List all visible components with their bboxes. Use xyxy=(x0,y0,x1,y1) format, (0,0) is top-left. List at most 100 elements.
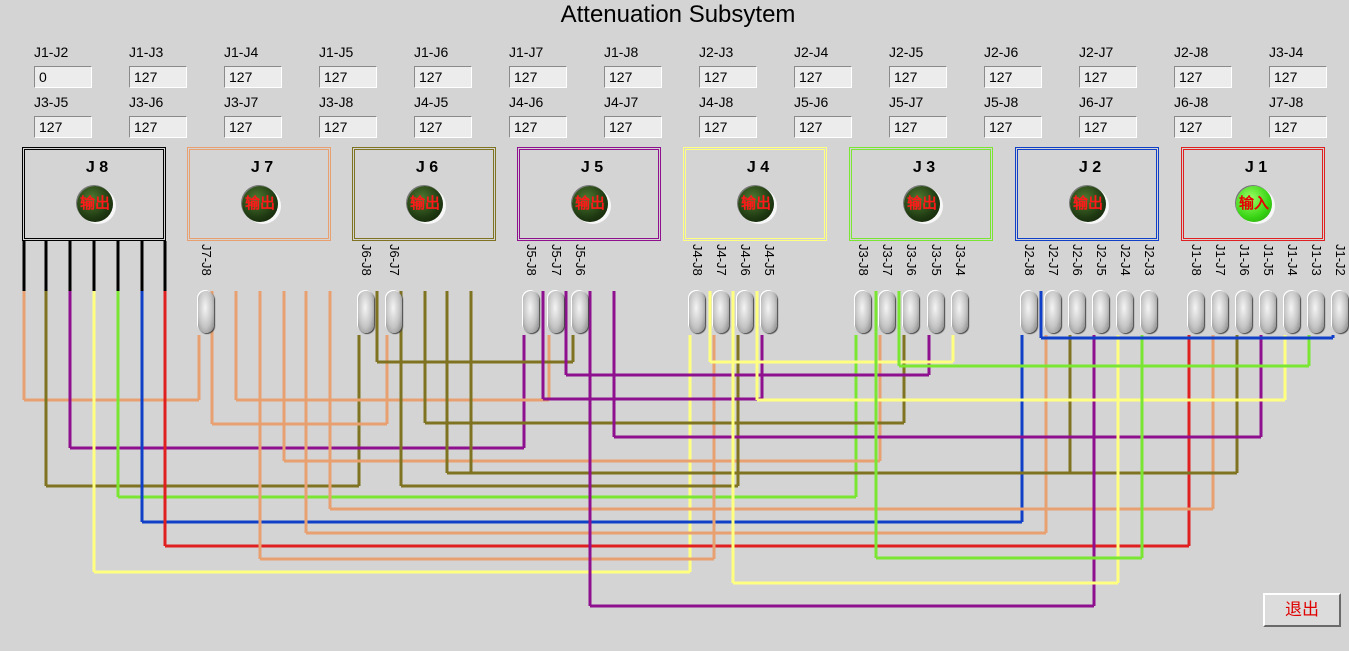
switch-label: J7-J8 xyxy=(199,244,214,276)
attenuator-label: J3-J5 xyxy=(34,94,69,110)
indicator-label: 输出 xyxy=(79,195,110,212)
switch-label: J4-J6 xyxy=(738,244,753,276)
route-switch[interactable] xyxy=(1332,291,1348,333)
attenuator-label: J4-J8 xyxy=(699,94,734,110)
route-switch[interactable] xyxy=(572,291,588,333)
attenuator-value-field[interactable]: 127 xyxy=(889,66,947,88)
module-name: J 8 xyxy=(85,159,109,176)
attenuator-value-field[interactable]: 127 xyxy=(604,116,662,138)
attenuator-value-field[interactable]: 127 xyxy=(984,116,1042,138)
page-title: Attenuation Subsytem xyxy=(560,1,796,28)
module-indicator-led[interactable]: 输出 xyxy=(407,186,443,222)
attenuator-value-field[interactable]: 127 xyxy=(1269,66,1327,88)
route-switch[interactable] xyxy=(1212,291,1228,333)
route-switch[interactable] xyxy=(1021,291,1037,333)
switch-label: J3-J8 xyxy=(856,244,871,276)
attenuator-value-field[interactable]: 127 xyxy=(1269,116,1327,138)
attenuator-value-field[interactable]: 127 xyxy=(1174,66,1232,88)
attenuator-value-field[interactable]: 127 xyxy=(34,116,92,138)
route-switch[interactable] xyxy=(879,291,895,333)
route-switch[interactable] xyxy=(1236,291,1252,333)
attenuator-label: J1-J8 xyxy=(604,44,639,60)
switch-label: J2-J4 xyxy=(1118,244,1133,276)
attenuator-value-field[interactable]: 0 xyxy=(34,66,92,88)
route-switch[interactable] xyxy=(523,291,539,333)
attenuator-value-field[interactable]: 127 xyxy=(509,66,567,88)
attenuator-value-field[interactable]: 127 xyxy=(129,66,187,88)
route-switch[interactable] xyxy=(761,291,777,333)
module-indicator-led[interactable]: 输出 xyxy=(738,186,774,222)
attenuator-value-field[interactable]: 127 xyxy=(224,66,282,88)
attenuator-label: J2-J8 xyxy=(1174,44,1209,60)
module-indicator-led[interactable]: 输出 xyxy=(1070,186,1106,222)
attenuator-label: J2-J5 xyxy=(889,44,924,60)
attenuator-value-field[interactable]: 127 xyxy=(414,116,472,138)
attenuator-label: J2-J6 xyxy=(984,44,1019,60)
route-switch[interactable] xyxy=(737,291,753,333)
route-switch[interactable] xyxy=(548,291,564,333)
route-switch[interactable] xyxy=(1093,291,1109,333)
attenuator-value-field[interactable]: 127 xyxy=(604,66,662,88)
attenuator-label: J6-J8 xyxy=(1174,94,1209,110)
route-switch[interactable] xyxy=(1069,291,1085,333)
attenuator-label: J5-J7 xyxy=(889,94,924,110)
attenuator-value-field[interactable]: 127 xyxy=(889,116,947,138)
route-switch[interactable] xyxy=(1045,291,1061,333)
route-switch[interactable] xyxy=(855,291,871,333)
attenuator-value-field[interactable]: 127 xyxy=(1174,116,1232,138)
module-7: J 7 输出 xyxy=(187,147,331,241)
route-switch[interactable] xyxy=(198,291,214,333)
switch-label: J1-J5 xyxy=(1261,244,1276,276)
module-indicator-led[interactable]: 输出 xyxy=(242,186,278,222)
switch-label: J4-J7 xyxy=(714,244,729,276)
route-switch[interactable] xyxy=(1260,291,1276,333)
indicator-label: 输出 xyxy=(1072,195,1103,212)
route-switch[interactable] xyxy=(1188,291,1204,333)
module-indicator-led[interactable]: 输出 xyxy=(572,186,608,222)
module-indicator-led[interactable]: 输入 xyxy=(1236,186,1272,222)
module-name: J 4 xyxy=(746,159,770,176)
route-switch[interactable] xyxy=(713,291,729,333)
route-switch[interactable] xyxy=(358,291,374,333)
route-switch[interactable] xyxy=(1284,291,1300,333)
attenuator-label: J1-J6 xyxy=(414,44,449,60)
route-switch[interactable] xyxy=(1308,291,1324,333)
switch-label: J5-J6 xyxy=(573,244,588,276)
attenuator-value-field[interactable]: 127 xyxy=(319,116,377,138)
attenuator-value-field[interactable]: 127 xyxy=(794,116,852,138)
module-indicator-led[interactable]: 输出 xyxy=(77,186,113,222)
route-switch[interactable] xyxy=(1117,291,1133,333)
route-switch[interactable] xyxy=(1141,291,1157,333)
attenuator-value-field[interactable]: 127 xyxy=(414,66,472,88)
module-name: J 7 xyxy=(250,159,274,176)
switch-label: J5-J7 xyxy=(549,244,564,276)
route-switch[interactable] xyxy=(386,291,402,333)
attenuator-label: J3-J8 xyxy=(319,94,354,110)
route-switch[interactable] xyxy=(689,291,705,333)
attenuator-value-field[interactable]: 127 xyxy=(699,116,757,138)
attenuator-label: J1-J3 xyxy=(129,44,164,60)
attenuator-value-field[interactable]: 127 xyxy=(1079,66,1137,88)
route-switch[interactable] xyxy=(928,291,944,333)
attenuator-value-field[interactable]: 127 xyxy=(794,66,852,88)
route-switch[interactable] xyxy=(903,291,919,333)
attenuator-value-field[interactable]: 127 xyxy=(129,116,187,138)
route-switch[interactable] xyxy=(952,291,968,333)
attenuator-value-field[interactable]: 127 xyxy=(1079,116,1137,138)
switch-label: J4-J5 xyxy=(762,244,777,276)
module-indicator-led[interactable]: 输出 xyxy=(904,186,940,222)
indicator-label: 输出 xyxy=(409,195,440,212)
exit-button[interactable]: 退出 xyxy=(1263,593,1341,627)
attenuator-value-field[interactable]: 127 xyxy=(984,66,1042,88)
attenuator-value-field[interactable]: 127 xyxy=(699,66,757,88)
attenuator-value-field[interactable]: 127 xyxy=(509,116,567,138)
attenuator-label: J4-J7 xyxy=(604,94,639,110)
switch-label: J5-J8 xyxy=(524,244,539,276)
attenuator-value-field[interactable]: 127 xyxy=(224,116,282,138)
attenuator-label: J1-J4 xyxy=(224,44,259,60)
attenuator-label: J4-J5 xyxy=(414,94,449,110)
module-8: J 8 输出 xyxy=(22,147,166,241)
attenuator-value-field[interactable]: 127 xyxy=(319,66,377,88)
